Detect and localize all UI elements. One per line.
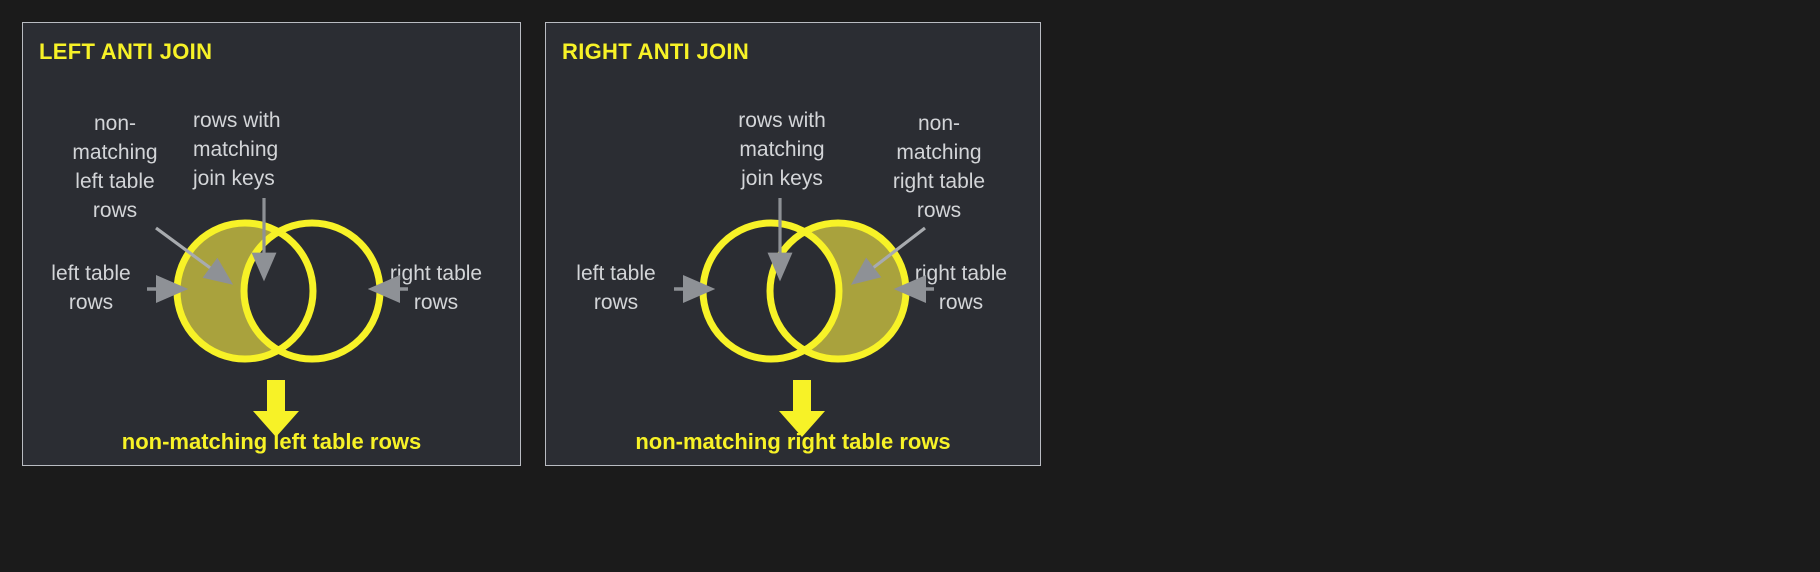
annotation-right-table-rows: right table rows	[389, 262, 483, 314]
caption-right-anti-join: non-matching right table rows	[635, 429, 951, 454]
pointer-non-matching-right-rows	[850, 226, 926, 285]
result-down-arrow	[253, 380, 299, 437]
annotation-left-table-rows: left table rows	[51, 262, 131, 314]
panel-left-anti-join: LEFT ANTI JOIN non- matching left table …	[22, 22, 521, 466]
panel-right-anti-join: RIGHT ANTI JOIN rows with matching join …	[545, 22, 1041, 466]
venn-fill-right-crescent	[770, 223, 906, 359]
pointer-non-matching-left-rows	[155, 226, 234, 285]
annotation-left-table-rows-right-panel: left table rows	[576, 262, 656, 314]
annotation-matching-join-keys-right-panel: rows with matching join keys	[738, 109, 826, 190]
annotation-right-table-rows-right-panel: right table rows	[914, 262, 1008, 314]
panel-title-right: RIGHT ANTI JOIN	[562, 39, 750, 64]
result-down-arrow	[779, 380, 825, 437]
venn-diagram-right-anti-join	[674, 198, 934, 437]
panel-title-left: LEFT ANTI JOIN	[39, 39, 213, 64]
caption-left-anti-join: non-matching left table rows	[121, 429, 422, 454]
annotation-matching-join-keys-left-panel: rows with matching join keys	[193, 109, 281, 190]
venn-diagram-left-anti-join	[147, 198, 408, 437]
annotation-non-matching-left-rows: non- matching left table rows	[72, 112, 158, 222]
annotation-non-matching-right-rows: non- matching right table rows	[892, 112, 986, 222]
venn-fill-left-crescent	[177, 223, 313, 359]
